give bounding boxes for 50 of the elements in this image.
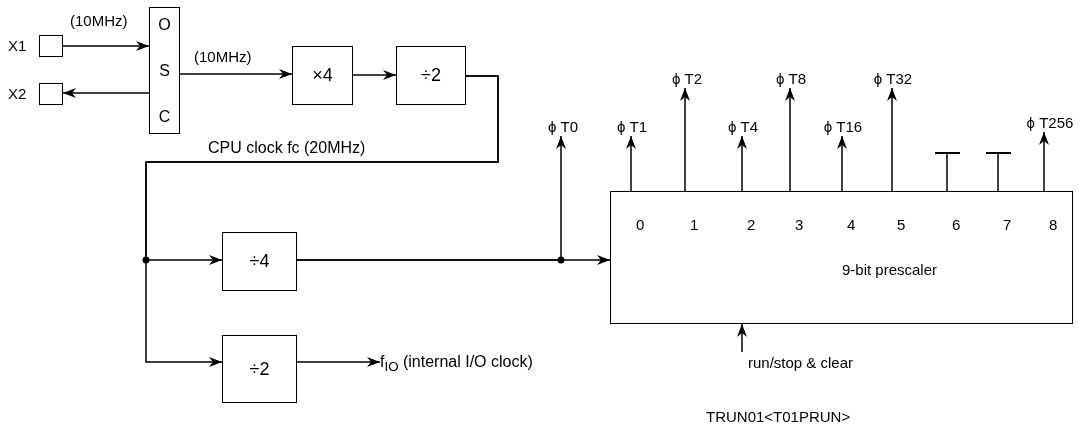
oscillator-box: O S C (149, 7, 180, 134)
arrow (296, 135, 566, 261)
edge-label: (10MHz) (68, 12, 130, 30)
line (946, 151, 948, 192)
signal-label: ϕ T8 (766, 70, 816, 88)
signal-label: ϕ T1 (607, 118, 657, 136)
pin-square (39, 35, 63, 57)
edge-label: (10MHz) (192, 48, 254, 66)
bit-number: 2 (747, 216, 756, 233)
arrow (62, 88, 150, 98)
bit-number: 8 (1049, 216, 1058, 233)
arrow (837, 135, 847, 192)
block-title: 9-bit prescaler (842, 261, 938, 278)
arrow (1039, 131, 1049, 192)
arrow (626, 135, 636, 192)
signal-label: f$_{IO}$ (internal I/O clock) (380, 350, 595, 374)
edge-label: CPU clock fc (20MHz) (206, 139, 368, 157)
bar-mark (986, 152, 1011, 154)
arrow (145, 75, 499, 367)
arrow (296, 357, 381, 367)
prescaler-box (610, 191, 1073, 324)
signal-label: ϕ T16 (813, 118, 873, 136)
pin-label: X1 (8, 37, 27, 54)
pin-square (39, 83, 63, 105)
bit-number: 4 (847, 216, 856, 233)
bit-number: 3 (795, 216, 804, 233)
arrow (680, 87, 690, 192)
multiplier-box: ×4 (292, 46, 353, 105)
bit-number: 5 (897, 216, 906, 233)
arrow (887, 87, 897, 192)
bit-number: 6 (952, 216, 961, 233)
arrow (785, 87, 795, 192)
arrow (62, 41, 150, 51)
arrow (737, 135, 747, 192)
signal-label: ϕ T2 (662, 70, 712, 88)
line (997, 151, 999, 192)
signal-label: ϕ T256 (1023, 114, 1077, 132)
pin-label: X2 (8, 85, 27, 102)
control-label: run/stop & clear (738, 352, 896, 374)
bit-number: 0 (636, 216, 645, 233)
bar-mark (935, 152, 960, 154)
arrow (737, 323, 747, 353)
signal-label: ϕ T0 (538, 118, 588, 136)
register-label: TRUN01<T01PRUN> (706, 408, 851, 425)
bit-number: 1 (690, 216, 699, 233)
signal-label: ϕ T4 (718, 118, 768, 136)
bit-number: 7 (1003, 216, 1012, 233)
signal-label: ϕ T32 (863, 70, 923, 88)
arrow (352, 70, 397, 80)
arrow (179, 69, 293, 79)
